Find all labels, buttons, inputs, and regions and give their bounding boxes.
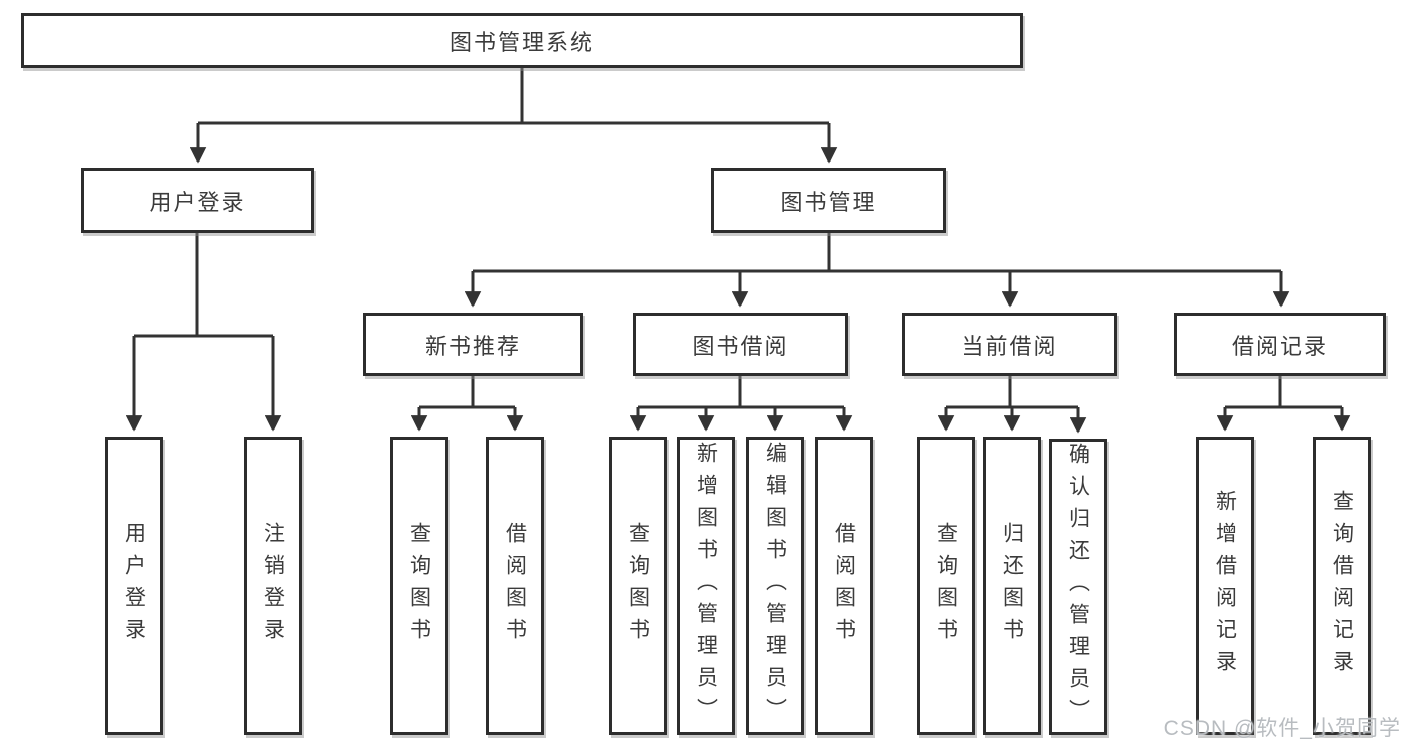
node-current-borrowing: 当前借阅 xyxy=(902,313,1117,376)
leaf-query-books-recommend: 查询图书 xyxy=(390,437,448,735)
leaf-return-books: 归还图书 xyxy=(983,437,1041,735)
wire-user-login-to-leaves xyxy=(134,233,273,338)
node-label: 归还图书 xyxy=(1000,522,1024,650)
node-label: 新增图书（管理员） xyxy=(694,442,718,730)
wire-current-borrow-to-leaves xyxy=(946,376,1078,409)
wire-book-mgmt-to-level3 xyxy=(473,233,1281,273)
node-label: 查询图书 xyxy=(407,522,431,650)
node-library-management-system: 图书管理系统 xyxy=(21,13,1023,68)
leaf-edit-books-admin: 编辑图书（管理员） xyxy=(746,437,804,735)
watermark: CSDN @软件_小贺同学 xyxy=(1163,717,1401,740)
wire-root-to-level2 xyxy=(198,68,829,125)
node-label: 图书管理 xyxy=(780,189,877,215)
leaf-user-login: 用户登录 xyxy=(105,437,163,735)
leaf-borrow-books-borrowing: 借阅图书 xyxy=(815,437,873,735)
node-label: 查询图书 xyxy=(934,522,958,650)
node-new-book-recommendation: 新书推荐 xyxy=(363,313,583,376)
wire-borrow-records-to-leaves xyxy=(1225,376,1342,409)
node-label: 查询借阅记录 xyxy=(1330,490,1354,682)
node-label: 借阅图书 xyxy=(832,522,856,650)
node-label: 用户登录 xyxy=(149,189,246,215)
node-label: 当前借阅 xyxy=(961,333,1058,359)
node-book-management: 图书管理 xyxy=(711,168,946,233)
leaf-borrow-books-recommend: 借阅图书 xyxy=(486,437,544,735)
node-label: 图书管理系统 xyxy=(449,29,594,55)
node-label: 编辑图书（管理员） xyxy=(763,442,787,730)
leaf-add-borrow-record: 新增借阅记录 xyxy=(1196,437,1254,735)
node-label: 注销登录 xyxy=(261,522,285,650)
wire-new-book-to-leaves xyxy=(419,376,515,409)
node-user-login: 用户登录 xyxy=(81,168,314,233)
leaf-query-books-current: 查询图书 xyxy=(917,437,975,735)
node-label: 查询图书 xyxy=(626,522,650,650)
node-label: 借阅记录 xyxy=(1231,333,1328,359)
leaf-query-books-borrowing: 查询图书 xyxy=(609,437,667,735)
node-label: 确认归还（管理员） xyxy=(1066,443,1090,731)
node-borrowing-records: 借阅记录 xyxy=(1174,313,1386,376)
leaf-query-borrow-record: 查询借阅记录 xyxy=(1313,437,1371,735)
node-label: 图书借阅 xyxy=(692,333,789,359)
leaf-add-books-admin: 新增图书（管理员） xyxy=(677,437,735,735)
leaf-logout-login: 注销登录 xyxy=(244,437,302,735)
node-label: 用户登录 xyxy=(122,522,146,650)
node-label: 新增借阅记录 xyxy=(1213,490,1237,682)
leaf-confirm-return-admin: 确认归还（管理员） xyxy=(1049,439,1107,735)
wire-book-borrow-to-leaves xyxy=(638,376,844,409)
node-book-borrowing: 图书借阅 xyxy=(633,313,848,376)
node-label: 借阅图书 xyxy=(503,522,527,650)
node-label: 新书推荐 xyxy=(424,333,521,359)
